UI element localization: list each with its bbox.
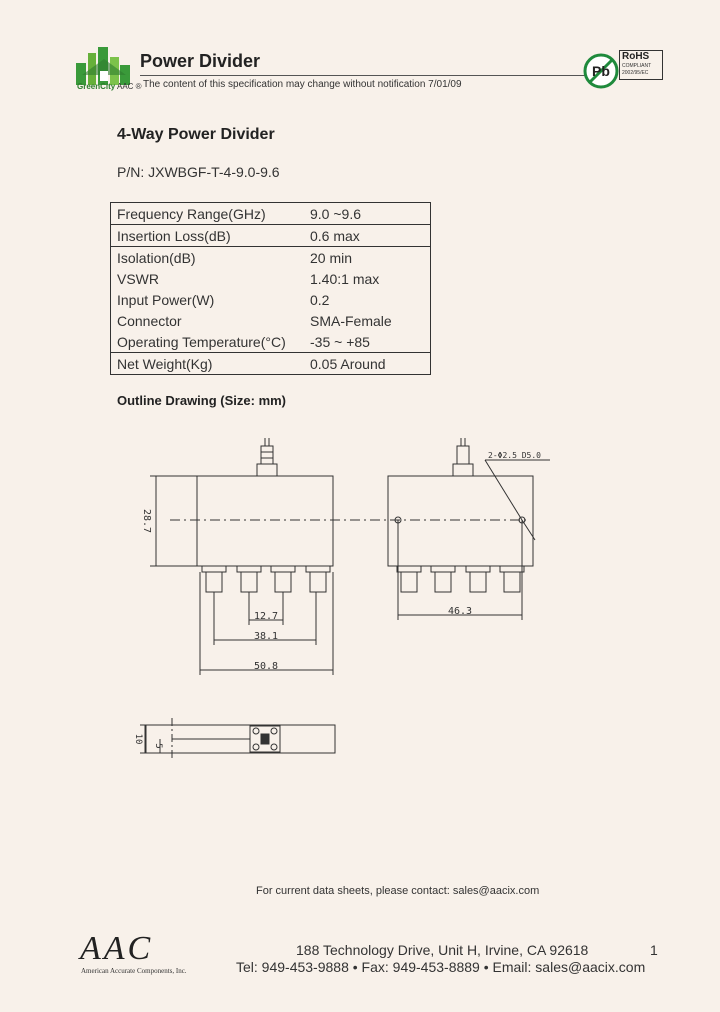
page-title: Power Divider <box>140 51 261 71</box>
spec-param: Net Weight(Kg) <box>117 355 213 372</box>
spec-value: 9.0 ~9.6 <box>304 202 431 225</box>
spec-value: 0.2 <box>310 291 330 308</box>
dim-span: 38.1 <box>254 631 278 642</box>
side-view <box>387 438 550 620</box>
spec-row: Net Weight(Kg) 0.05 Around <box>111 353 431 375</box>
greencity-logo <box>76 47 130 85</box>
logo-brand: AAC ® <box>117 82 142 91</box>
spec-row: Operating Temperature(°C) -35 ~ +85 <box>110 331 431 353</box>
spec-value: 0.6 max <box>304 224 431 247</box>
spec-notice: The content of this specification may ch… <box>143 79 462 90</box>
spec-param: Operating Temperature(°C) <box>110 331 304 353</box>
aac-logo: AAC <box>80 930 154 967</box>
logo-text: GreenCity <box>77 82 116 91</box>
pb-label: Pb <box>592 63 610 79</box>
spec-table: Frequency Range(GHz) 9.0 ~9.6 Insertion … <box>110 202 431 375</box>
rohs-title: RoHS <box>622 51 650 62</box>
top-view <box>140 718 336 760</box>
dim-thickness: 10 <box>133 734 143 745</box>
spec-row: Input Power(W) 0.2 <box>111 289 431 310</box>
contact-details: Tel: 949-453-9888 • Fax: 949-453-8889 • … <box>236 959 646 975</box>
part-number: P/N: JXWBGF-T-4-9.0-9.6 <box>117 164 280 180</box>
spec-param: Input Power(W) <box>117 291 215 308</box>
spec-row: Frequency Range(GHz) 9.0 ~9.6 <box>110 202 431 225</box>
outline-heading: Outline Drawing (Size: mm) <box>117 393 287 408</box>
spec-value: 0.05 Around <box>310 355 386 372</box>
spec-value: 20 min <box>310 249 353 266</box>
spec-row: VSWR 1.40:1 max <box>111 268 431 289</box>
spec-row: Connector SMA-Female <box>111 310 431 331</box>
rohs-directive: 2002/95/EC <box>622 70 649 76</box>
spec-param: Insertion Loss(dB) <box>110 224 304 247</box>
spec-row: Isolation(dB) 20 min <box>111 247 431 269</box>
rohs-badge <box>619 50 663 80</box>
company-name: American Accurate Components, Inc. <box>81 967 187 975</box>
spec-value: 1.40:1 max <box>310 270 380 287</box>
spec-param: Isolation(dB) <box>117 249 196 266</box>
spec-param: VSWR <box>117 270 159 287</box>
spec-value: SMA-Female <box>310 312 392 329</box>
outline-drawing: 28.7 12.7 38.1 50.8 46.3 2-Φ2.5 D5.0 10 … <box>133 438 550 760</box>
dim-holes-span: 46.3 <box>448 606 472 617</box>
dim-height: 28.7 <box>141 509 152 533</box>
dim-holes: 2-Φ2.5 D5.0 <box>488 451 541 460</box>
dim-half: 5 <box>153 743 163 748</box>
pb-free-icon: Pb <box>583 53 619 89</box>
spec-value: -35 ~ +85 <box>304 331 431 353</box>
address: 188 Technology Drive, Unit H, Irvine, CA… <box>296 942 589 958</box>
page-number: 1 <box>650 942 658 958</box>
product-heading: 4-Way Power Divider <box>117 126 275 143</box>
rohs-compliant: COMPLIANT <box>622 63 652 69</box>
spec-row: Insertion Loss(dB) 0.6 max <box>110 224 431 247</box>
spec-param: Frequency Range(GHz) <box>110 202 304 225</box>
spec-param: Connector <box>117 312 182 329</box>
contact-line: For current data sheets, please contact:… <box>256 885 540 897</box>
dim-pitch: 12.7 <box>254 611 278 622</box>
dim-length: 50.8 <box>254 661 278 672</box>
header-divider <box>140 75 590 76</box>
front-view <box>150 438 530 675</box>
